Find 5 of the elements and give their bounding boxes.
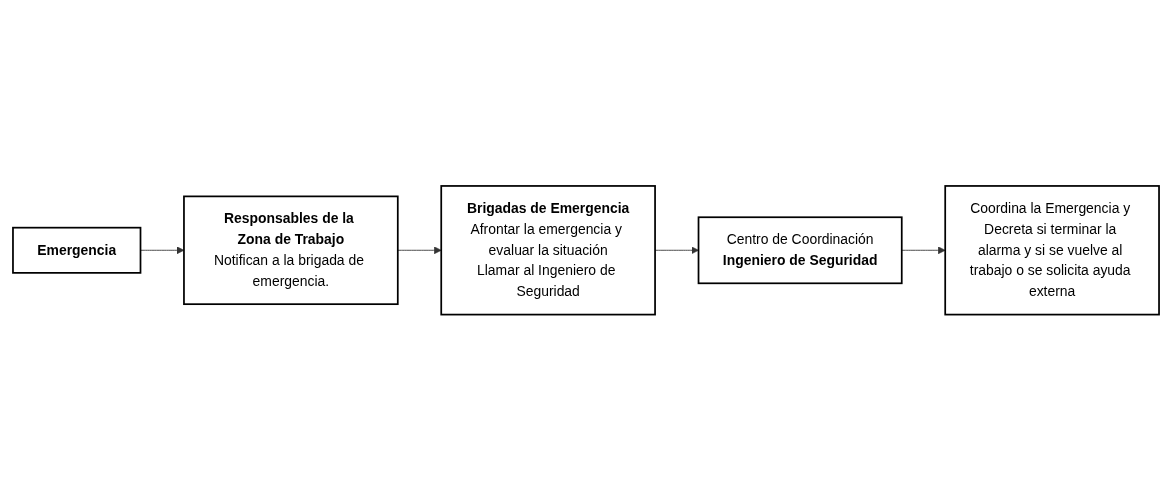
node-box: Responsables de la Zona de Trabajo Notifican a la brigada de emergencia. xyxy=(183,195,399,305)
node-box: Centro de Coordinación Ingeniero de Seguridad xyxy=(697,216,903,284)
node-box: Emergencia xyxy=(12,226,142,274)
node-box: Brigadas de Emergencia Afrontar la emergencia y evaluar la situación Llamar al Ingeniero de Seguridad xyxy=(440,184,656,316)
node-box: Coordina la Emergencia y Decreta si terminar la alarma y si se vuelve al trabajo o se solicita ayuda externa xyxy=(944,184,1160,316)
